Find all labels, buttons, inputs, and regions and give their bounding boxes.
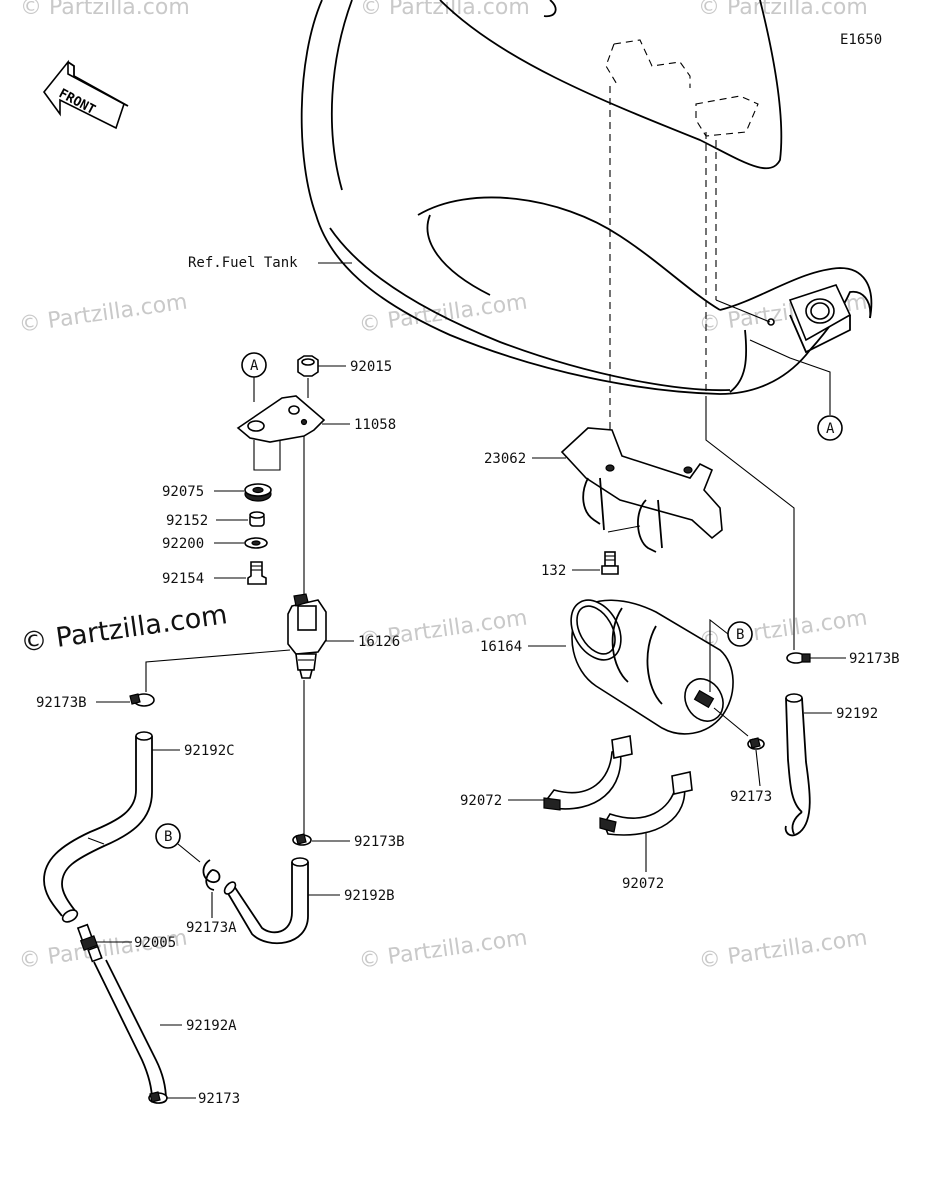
label-132: 132	[541, 563, 566, 579]
label-11058: 11058	[354, 417, 396, 433]
bracket-11058	[236, 395, 326, 443]
band-92072-bottom	[599, 771, 693, 836]
front-arrow-icon: FRONT	[42, 59, 129, 130]
label-23062: 23062	[484, 451, 526, 467]
label-92015: 92015	[350, 359, 392, 375]
label-92152: 92152	[166, 513, 208, 529]
watermark-text: © Partzilla.com	[698, 0, 868, 20]
label-92192B: 92192B	[344, 888, 395, 904]
watermark-main: © Partzilla.com	[19, 599, 230, 659]
label-92072-left: 92072	[460, 793, 502, 809]
watermark-group: © Partzilla.com © Partzilla.com © Partzi…	[17, 0, 869, 974]
washer-92200	[244, 537, 268, 549]
label-92005: 92005	[134, 935, 176, 951]
label-92192: 92192	[836, 706, 878, 722]
band-92072-left	[543, 735, 633, 811]
watermark-text: © Partzilla.com	[360, 0, 530, 20]
fuel-tank	[300, 0, 873, 395]
label-92200: 92200	[162, 536, 204, 552]
clamp-92173B-mid	[292, 833, 312, 846]
ref-fuel-tank-label: Ref.Fuel Tank	[188, 255, 298, 271]
label-92173B-left: 92173B	[36, 695, 87, 711]
clamp-92173B-right	[786, 652, 811, 664]
bolt-132	[601, 551, 619, 575]
callout-a-right-text: A	[826, 421, 835, 437]
clip-92173A	[202, 859, 221, 891]
callout-b-left	[155, 823, 181, 849]
label-16126: 16126	[358, 634, 400, 650]
nut-92015	[297, 355, 319, 377]
clamp-92173-right	[747, 737, 765, 750]
watermark-text: © Partzilla.com	[697, 926, 869, 974]
label-92072-bottom: 92072	[622, 876, 664, 892]
label-92173A: 92173A	[186, 920, 237, 936]
clamp-92173-bottom	[148, 1091, 168, 1104]
callout-a-left-text: A	[250, 358, 259, 374]
bracket-23062	[560, 427, 723, 553]
collar-92152	[249, 511, 265, 527]
clamp-92173B-left	[129, 693, 155, 707]
label-92173B-right: 92173B	[849, 651, 900, 667]
label-92173B-mid: 92173B	[354, 834, 405, 850]
watermark-text: © Partzilla.com	[357, 926, 529, 974]
watermark-text: © Partzilla.com	[357, 290, 529, 338]
label-92192C: 92192C	[184, 743, 235, 759]
hose-92192A	[93, 959, 167, 1104]
label-92154: 92154	[162, 571, 204, 587]
canister-16164	[570, 599, 749, 737]
bolt-92154	[247, 561, 267, 585]
diagram-code: E1650	[840, 32, 882, 48]
label-16164: 16164	[480, 639, 522, 655]
joint-92005	[76, 923, 103, 963]
callout-a-right	[817, 415, 843, 441]
valve-16126	[287, 593, 327, 679]
hose-92192	[784, 693, 811, 837]
label-92173-bottom: 92173	[198, 1091, 240, 1107]
watermark-text: © Partzilla.com	[17, 290, 189, 338]
label-92192A: 92192A	[186, 1018, 237, 1034]
callout-b-right-text: B	[736, 627, 744, 643]
callout-b-left-text: B	[164, 829, 172, 845]
label-92075: 92075	[162, 484, 204, 500]
hose-92192B	[223, 857, 309, 945]
grommet-92075	[244, 483, 272, 502]
watermark-text: © Partzilla.com	[20, 0, 190, 20]
label-92173-right: 92173	[730, 789, 772, 805]
hose-92192C	[43, 731, 153, 923]
